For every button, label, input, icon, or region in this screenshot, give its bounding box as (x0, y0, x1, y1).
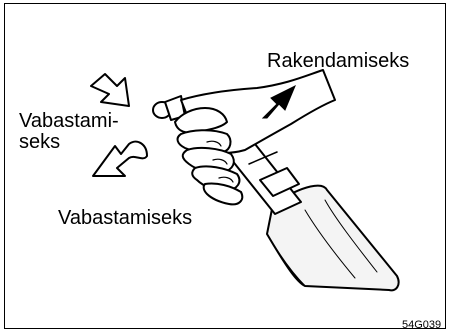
figure-code: 54G039 (402, 319, 442, 329)
release-button (152, 95, 186, 121)
release-arrow-lower-icon (92, 140, 148, 177)
release-label-upper-line2: seks (19, 131, 61, 153)
apply-arrow-icon (261, 84, 296, 119)
release-arrow-upper-icon (90, 73, 130, 107)
release-label-upper-line1: Vabastami- (19, 110, 119, 132)
release-label-lower: Vabastamiseks (58, 207, 193, 229)
handbrake-illustration (90, 69, 400, 292)
figure-frame: Rakendamiseks Vabastami- seks Vabastamis… (4, 3, 446, 329)
hand-icon (174, 69, 336, 206)
apply-label: Rakendamiseks (267, 50, 410, 72)
lever-boot (266, 184, 400, 292)
release-label-upper: Vabastami- seks (19, 111, 119, 153)
